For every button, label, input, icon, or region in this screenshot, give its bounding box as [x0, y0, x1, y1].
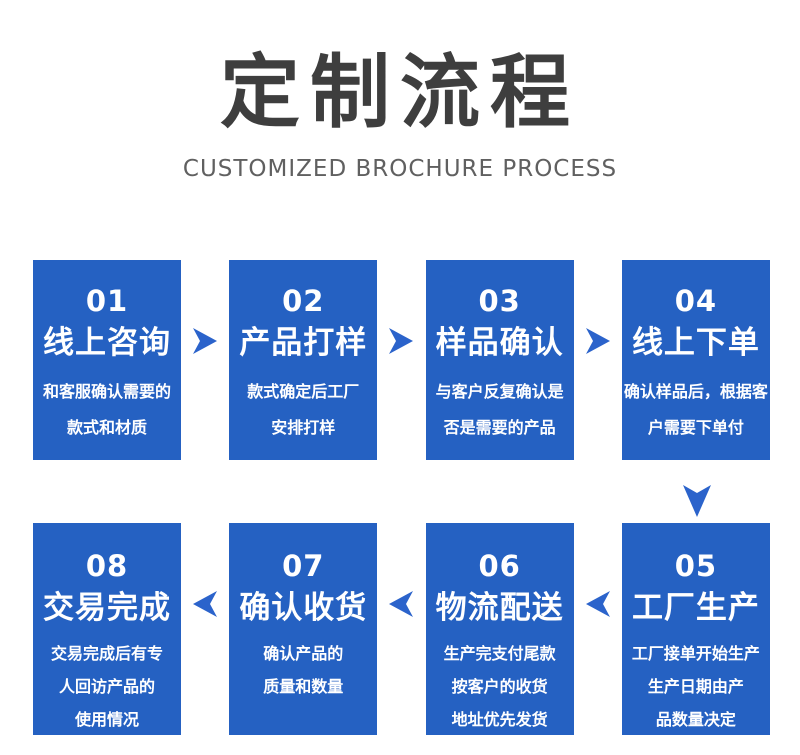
step-box-01: 01 线上咨询 和客服确认需要的 款式和材质	[33, 260, 181, 460]
arrow-left-icon	[585, 590, 611, 618]
step-number: 07	[282, 549, 325, 583]
step-number: 08	[85, 549, 129, 583]
step-number: 06	[478, 549, 521, 583]
step-box-05: 05 工厂生产 工厂接单开始生产 生产日期由产 品数量决定	[621, 523, 770, 735]
step-title: 交易完成	[43, 590, 171, 626]
step-number: 05	[674, 549, 718, 583]
step-desc: 确认产品的 质量和数量	[263, 644, 344, 696]
arrow-right-icon	[388, 327, 414, 355]
step-desc: 工厂接单开始生产 生产日期由产 品数量决定	[631, 644, 760, 729]
step-box-08: 08 交易完成 交易完成后有专 人回访产品的 使用情况	[33, 523, 181, 735]
flow-row-bottom: 08 交易完成 交易完成后有专 人回访产品的 使用情况 07 确认收货 确认产品…	[33, 523, 770, 735]
arrow-right-icon	[585, 327, 611, 355]
step-title: 产品打样	[239, 325, 368, 361]
arrow-down-icon	[681, 484, 713, 518]
arrow-left-icon	[192, 590, 218, 618]
step-title: 物流配送	[435, 590, 564, 626]
page-subtitle: CUSTOMIZED BROCHURE PROCESS	[182, 156, 618, 183]
step-title: 确认收货	[239, 590, 368, 626]
step-title: 线上下单	[631, 325, 760, 361]
step-desc: 交易完成后有专 人回访产品的 使用情况	[50, 644, 163, 729]
step-number: 02	[282, 284, 325, 318]
step-desc: 与客户反复确认是 否是需要的产品	[435, 382, 564, 437]
step-number: 03	[478, 284, 521, 318]
step-box-07: 07 确认收货 确认产品的 质量和数量	[229, 523, 378, 735]
step-desc: 确认样品后，根据客 户需要下单付	[623, 382, 768, 437]
step-box-04: 04 线上下单 确认样品后，根据客 户需要下单付	[621, 260, 770, 460]
step-title: 线上咨询	[43, 325, 171, 361]
step-box-03: 03 样品确认 与客户反复确认是 否是需要的产品	[425, 260, 574, 460]
page-title: 定制流程	[220, 46, 580, 139]
flow-row-top: 01 线上咨询 和客服确认需要的 款式和材质 02 产品打样 款式确定后工厂 安…	[33, 260, 770, 460]
step-title: 工厂生产	[631, 590, 760, 626]
step-box-06: 06 物流配送 生产完支付尾款 按客户的收货 地址优先发货	[425, 523, 574, 735]
step-box-02: 02 产品打样 款式确定后工厂 安排打样	[229, 260, 378, 460]
step-number: 01	[85, 284, 129, 318]
step-desc: 款式确定后工厂 安排打样	[247, 382, 360, 437]
step-desc: 和客服确认需要的 款式和材质	[42, 382, 171, 437]
arrow-right-icon	[192, 327, 218, 355]
step-desc: 生产完支付尾款 按客户的收货 地址优先发货	[443, 644, 556, 729]
step-number: 04	[674, 284, 718, 318]
step-title: 样品确认	[435, 325, 564, 361]
arrow-left-icon	[388, 590, 414, 618]
